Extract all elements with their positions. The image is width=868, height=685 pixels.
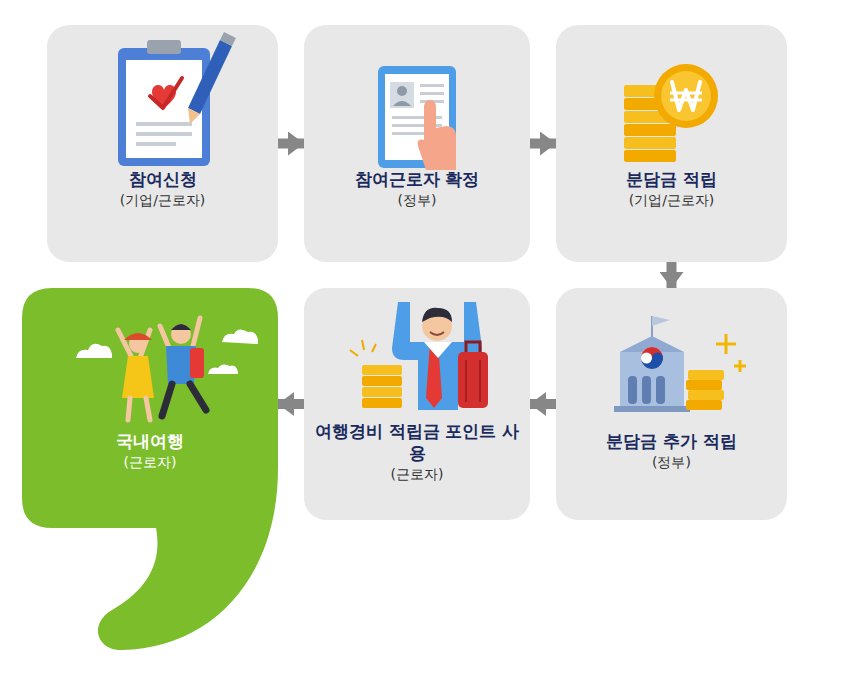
flow-arrow [278, 139, 304, 149]
process-box: 분담금 적립(기업/근로자) [556, 25, 787, 262]
flow-arrow [278, 399, 304, 409]
step-title: 참여신청 [53, 168, 272, 190]
step-actor: (기업/근로자) [562, 190, 781, 210]
clipboard-icon [118, 32, 236, 166]
flow-arrow [530, 139, 556, 149]
cheering-traveller-icon [350, 302, 488, 410]
government-building-icon [614, 316, 746, 412]
highlight-step-box: 국내여행(근로자) [22, 288, 278, 656]
travelling-couple-icon [76, 318, 258, 420]
step-title: 분담금 적립 [562, 168, 781, 190]
tablet-icon [378, 66, 456, 170]
flow-arrow [530, 399, 556, 409]
comma-shape [22, 288, 278, 656]
process-box: 여행경비 적립금 포인트 사용(근로자) [304, 288, 530, 520]
coin-stack-icon [624, 64, 718, 162]
process-box: 참여근로자 확정(정부) [304, 25, 530, 262]
process-box: 참여신청(기업/근로자) [47, 25, 278, 262]
process-box: 분담금 추가 적립(정부) [556, 288, 787, 520]
step-title: 참여근로자 확정 [310, 168, 524, 190]
step-actor: (근로자) [28, 452, 272, 472]
step-actor: (기업/근로자) [53, 190, 272, 210]
step-title: 여행경비 적립금 포인트 사용 [310, 420, 524, 464]
step-title: 국내여행 [28, 430, 272, 452]
step-actor: (정부) [310, 190, 524, 210]
step-actor: (근로자) [310, 464, 524, 484]
step-title: 분담금 추가 적립 [562, 430, 781, 452]
flow-arrow [667, 262, 677, 288]
step-actor: (정부) [562, 452, 781, 472]
